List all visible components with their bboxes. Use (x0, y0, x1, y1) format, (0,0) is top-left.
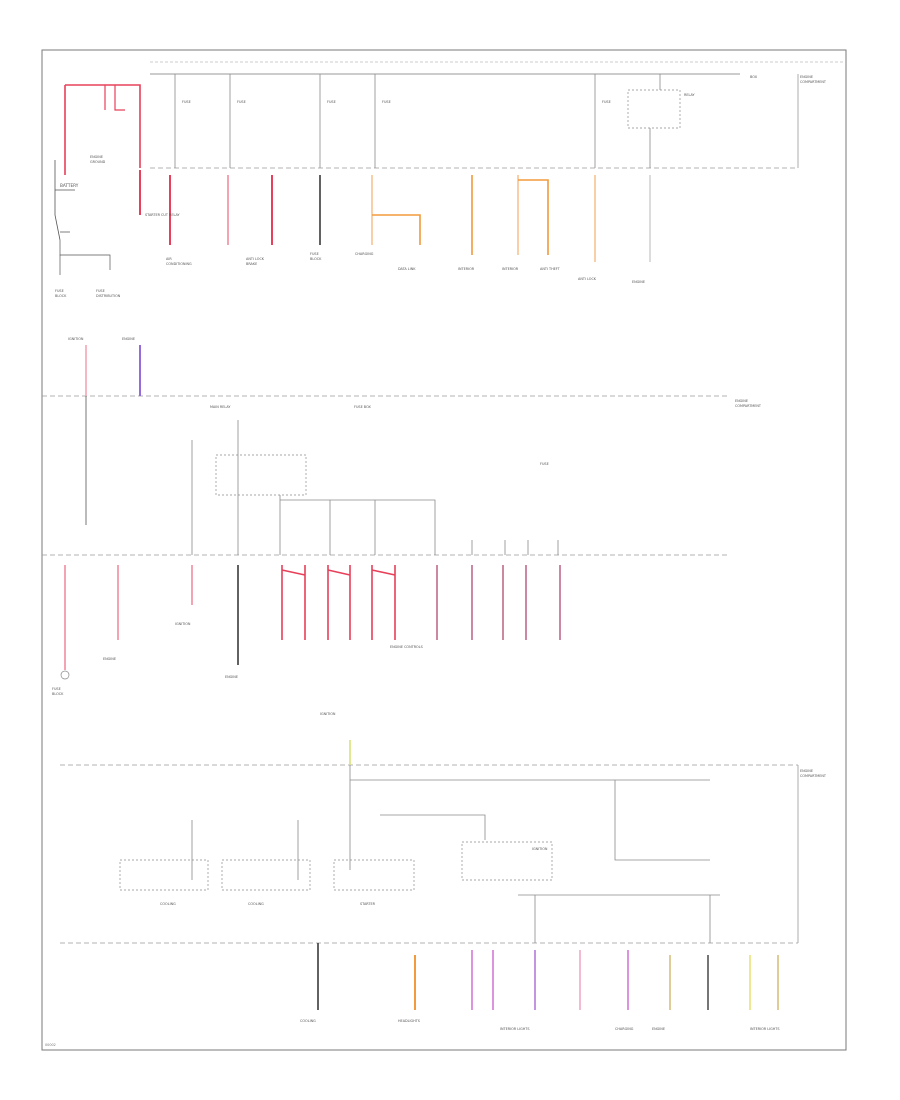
svg-text:FUSE BOX: FUSE BOX (354, 405, 372, 409)
svg-text:BRAKE: BRAKE (246, 262, 257, 266)
svg-text:IGNITION: IGNITION (532, 847, 548, 851)
svg-text:BLOCK: BLOCK (310, 257, 322, 261)
svg-text:FUSE: FUSE (327, 100, 336, 104)
svg-text:ANTI LOCK: ANTI LOCK (578, 277, 597, 281)
svg-text:ENGINE: ENGINE (800, 769, 813, 773)
svg-text:COOLING: COOLING (160, 902, 176, 906)
svg-text:ENGINE: ENGINE (103, 657, 116, 661)
svg-text:FUSE: FUSE (382, 100, 391, 104)
svg-text:AIR: AIR (166, 257, 172, 261)
svg-text:FUSE: FUSE (237, 100, 246, 104)
svg-text:DATA LINK: DATA LINK (398, 267, 416, 271)
svg-text:IGNITION: IGNITION (320, 712, 336, 716)
diagram-frame (41, 49, 847, 1051)
svg-text:FUSE: FUSE (52, 687, 61, 691)
bottom-fuse-box-section: IGNITION COOLING COOLING STARTER IGNITIO… (60, 712, 827, 1031)
svg-text:INTERIOR LIGHTS: INTERIOR LIGHTS (750, 1027, 780, 1031)
svg-text:CHARGING: CHARGING (355, 252, 374, 256)
svg-text:IGNITION: IGNITION (175, 622, 191, 626)
svg-text:ANTI LOCK: ANTI LOCK (246, 257, 265, 261)
svg-text:FUSE: FUSE (310, 252, 319, 256)
svg-text:ENGINE: ENGINE (735, 399, 748, 403)
svg-text:CONDITIONING: CONDITIONING (166, 262, 192, 266)
svg-text:ENGINE: ENGINE (90, 155, 103, 159)
svg-text:BLOCK: BLOCK (52, 692, 64, 696)
svg-text:FUSE: FUSE (602, 100, 611, 104)
svg-text:ENGINE CONTROLS: ENGINE CONTROLS (390, 645, 423, 649)
svg-text:GROUND: GROUND (90, 160, 106, 164)
svg-text:INTERIOR: INTERIOR (458, 267, 475, 271)
svg-text:COMPARTMENT: COMPARTMENT (735, 404, 762, 408)
svg-text:COOLING: COOLING (300, 1019, 316, 1023)
svg-text:BOX: BOX (750, 75, 758, 79)
svg-text:DISTRIBUTION: DISTRIBUTION (96, 294, 121, 298)
svg-text:INTERIOR: INTERIOR (502, 267, 519, 271)
svg-text:COMPARTMENT: COMPARTMENT (800, 774, 827, 778)
svg-text:FUSE: FUSE (182, 100, 191, 104)
battery-label: BATTERY (60, 183, 79, 188)
svg-text:INTERIOR LIGHTS: INTERIOR LIGHTS (500, 1027, 530, 1031)
svg-text:ANTI THEFT: ANTI THEFT (540, 267, 561, 271)
diagram-code: 00002 (45, 1043, 56, 1047)
svg-text:ENGINE: ENGINE (800, 75, 813, 79)
starter-cut-relay-label: STARTER CUT RELAY (145, 213, 181, 217)
svg-text:ENGINE: ENGINE (122, 337, 135, 341)
svg-text:IGNITION: IGNITION (68, 337, 84, 341)
svg-text:HEADLIGHTS: HEADLIGHTS (398, 1019, 420, 1023)
svg-text:CHARGING: CHARGING (615, 1027, 634, 1031)
svg-text:STARTER: STARTER (360, 902, 376, 906)
svg-text:BLOCK: BLOCK (55, 294, 67, 298)
svg-text:ENGINE: ENGINE (632, 280, 645, 284)
svg-text:RELAY: RELAY (684, 93, 696, 97)
svg-text:COMPARTMENT: COMPARTMENT (800, 80, 827, 84)
middle-fuse-box-section: IGNITION ENGINE MAIN RELAY FUSE BOX FUSE… (42, 337, 762, 696)
svg-text:ENGINE: ENGINE (225, 675, 238, 679)
svg-text:ENGINE: ENGINE (652, 1027, 665, 1031)
svg-text:COOLING: COOLING (248, 902, 264, 906)
svg-text:FUSE: FUSE (55, 289, 64, 293)
svg-text:FUSE: FUSE (96, 289, 105, 293)
top-fuse-box-section: BATTERY ENGINE GROUND FUSE BLOCK FUSE DI… (54, 61, 845, 298)
svg-text:FUSE: FUSE (540, 462, 549, 466)
svg-text:MAIN RELAY: MAIN RELAY (210, 405, 231, 409)
